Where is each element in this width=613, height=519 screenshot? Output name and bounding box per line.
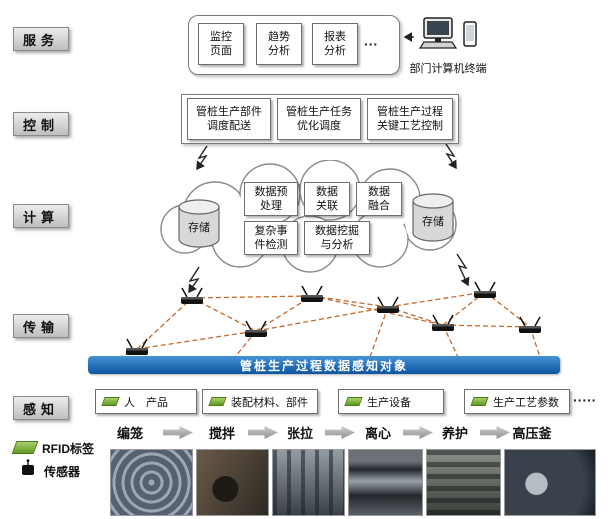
rfid-tag-icon	[101, 397, 120, 406]
perception-bus: 管桩生产过程数据感知对象	[88, 356, 560, 374]
layer-label-transmission: 传输	[13, 314, 69, 338]
storage-label: 存储	[188, 222, 210, 234]
rfid-tag-icon	[208, 397, 227, 406]
perception-label: 生产工艺参数	[493, 396, 559, 409]
perception-box-parameters: 生产工艺参数	[464, 389, 570, 414]
photo-mixing	[196, 449, 269, 516]
perception-box-people-product: 人 产品	[95, 389, 197, 414]
computing-box-mining: 数据挖掘 与分析	[304, 221, 370, 255]
step-label-autoclave: 高压釜	[512, 426, 552, 441]
computing-box-preprocess: 数据预 处理	[244, 182, 298, 216]
wifi-router-icon	[243, 319, 269, 339]
service-box-report: 报表 分析	[312, 23, 358, 65]
photo-curing	[426, 449, 501, 516]
control-box-scheduling: 管桩生产任务 优化调度	[277, 98, 361, 140]
arrow-right-icon	[163, 426, 193, 439]
perception-ellipsis: ·····	[573, 392, 597, 408]
photo-autoclave	[504, 449, 596, 516]
sensor-icon	[22, 459, 34, 475]
wifi-router-icon	[179, 286, 205, 306]
layer-label-service: 服务	[13, 27, 69, 51]
photo-tensioning	[272, 449, 345, 516]
storage-cylinder-left: 存储	[176, 197, 222, 251]
wifi-router-icon	[124, 337, 150, 357]
perception-label: 生产设备	[367, 396, 411, 409]
photo-centrifuge	[348, 449, 423, 516]
terminal-caption: 部门计算机终端	[409, 63, 487, 75]
arrow-right-icon	[480, 426, 510, 439]
rfid-tag-icon	[11, 441, 39, 454]
perception-label: 装配材料、部件	[231, 396, 308, 409]
storage-cylinder-right: 存储	[410, 191, 456, 245]
layer-label-control: 控制	[13, 112, 69, 136]
step-label-centrifuge: 离心	[364, 426, 392, 441]
service-ellipsis: ···	[364, 36, 378, 52]
wifi-router-icon	[375, 295, 401, 315]
computing-box-fusion: 数据 融合	[356, 182, 402, 216]
wifi-router-icon	[517, 315, 543, 335]
service-box-trend: 趋势 分析	[256, 23, 302, 65]
rfid-tag-icon	[344, 397, 363, 406]
rfid-tag-icon	[470, 397, 489, 406]
wifi-router-icon	[430, 313, 456, 333]
computer-terminal-icon	[418, 17, 477, 49]
step-label-tensioning: 张拉	[286, 426, 314, 441]
storage-label: 存储	[422, 216, 444, 228]
arrow-right-icon	[325, 426, 355, 439]
wifi-router-icon	[299, 284, 325, 304]
perception-box-equipment: 生产设备	[338, 389, 444, 414]
legend-sensor-label: 传感器	[44, 465, 81, 479]
perception-box-materials: 装配材料、部件	[202, 389, 318, 414]
photo-cage-weaving	[110, 449, 193, 516]
legend-rfid-label: RFID标签	[42, 442, 94, 456]
perception-label: 人 产品	[124, 396, 168, 409]
control-box-process: 管桩生产过程 关键工艺控制	[367, 98, 453, 140]
step-label-curing: 养护	[441, 426, 469, 441]
step-label-cage: 编笼	[116, 426, 144, 441]
arrow-right-icon	[248, 426, 278, 439]
arrow-right-icon	[403, 426, 433, 439]
control-box-dispatch: 管桩生产部件 调度配送	[187, 98, 271, 140]
computing-box-event: 复杂事 件检测	[244, 221, 298, 255]
layer-label-computing: 计算	[13, 204, 69, 228]
layer-label-perception: 感知	[13, 396, 69, 420]
step-label-mixing: 搅拌	[208, 426, 236, 441]
wifi-router-icon	[472, 280, 498, 300]
computing-box-correlate: 数据 关联	[304, 182, 350, 216]
service-box-monitoring: 监控 页面	[198, 23, 244, 65]
